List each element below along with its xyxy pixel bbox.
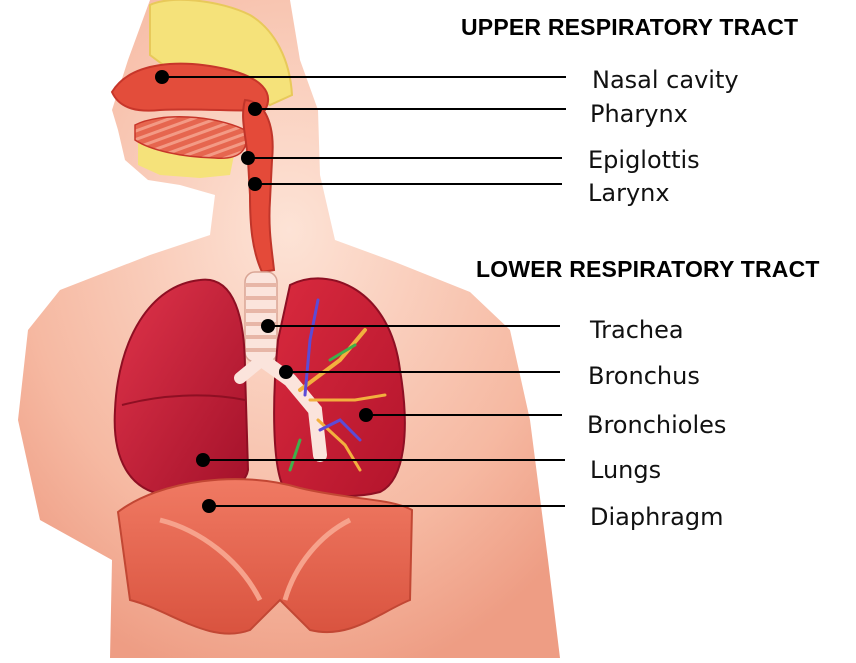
trachea-label: Trachea [590, 316, 684, 344]
bronchus-label: Bronchus [588, 362, 700, 390]
diaphragm-dot [202, 499, 216, 513]
lungs-label: Lungs [590, 456, 661, 484]
pharynx-dot [248, 102, 262, 116]
diaphragm-shape [118, 479, 412, 634]
trachea-dot [261, 319, 275, 333]
lungs-dot [196, 453, 210, 467]
bronchus-dot [279, 365, 293, 379]
bronchioles-label: Bronchioles [587, 411, 726, 439]
pharynx-label: Pharynx [590, 100, 688, 128]
larynx-dot [248, 177, 262, 191]
nasal-cavity-dot [155, 70, 169, 84]
larynx-label: Larynx [588, 179, 670, 207]
bronchioles-dot [359, 408, 373, 422]
nasal-cavity-label: Nasal cavity [592, 66, 739, 94]
upper-tract-heading: UPPER RESPIRATORY TRACT [461, 14, 798, 41]
trachea-rings [245, 272, 277, 362]
lower-tract-heading: LOWER RESPIRATORY TRACT [476, 256, 820, 283]
epiglottis-dot [241, 151, 255, 165]
epiglottis-label: Epiglottis [588, 146, 700, 174]
diaphragm-label: Diaphragm [590, 503, 724, 531]
